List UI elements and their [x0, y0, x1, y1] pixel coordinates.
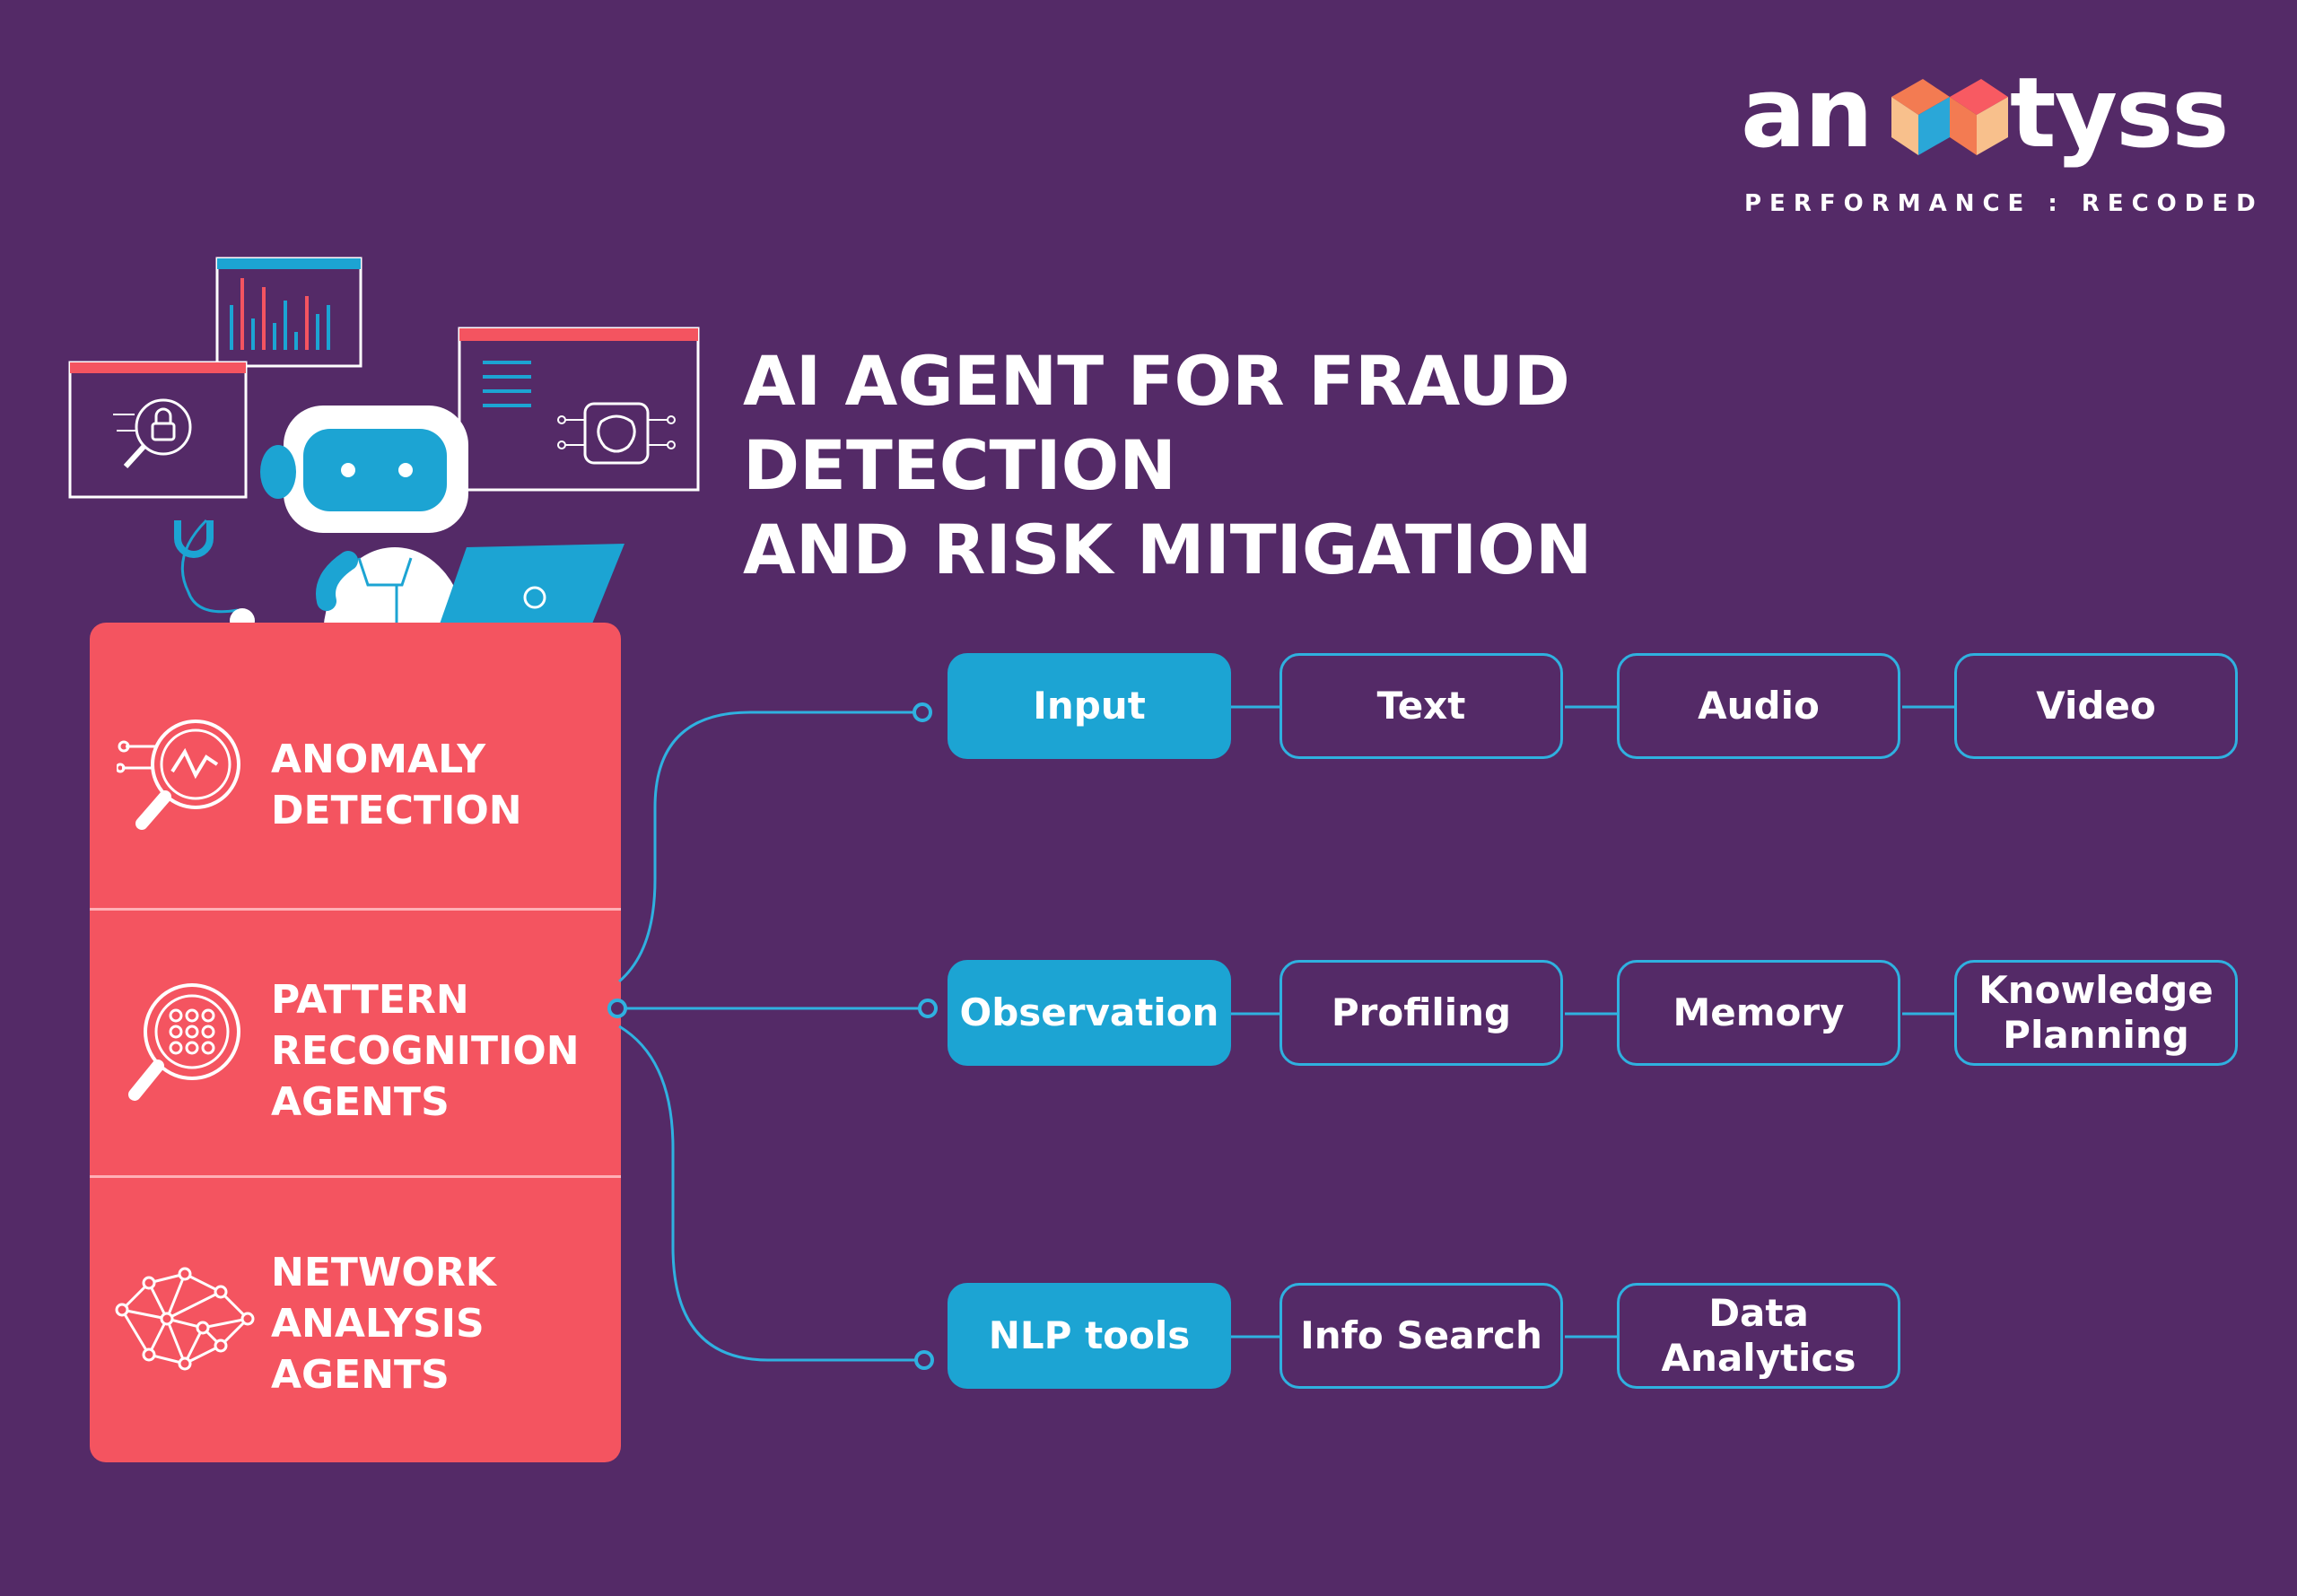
node-data-analytics: Data Analytics — [1617, 1283, 1900, 1389]
logo-prefix: an — [1741, 57, 1873, 170]
network-mesh-icon — [115, 1267, 255, 1371]
logo-suffix: tyss — [2010, 57, 2230, 170]
lock-magnifier-icon — [68, 361, 248, 499]
anomaly-magnifier-icon — [117, 720, 240, 830]
node-video: Video — [1954, 653, 2238, 759]
connector-dot — [913, 702, 932, 722]
panel-divider — [90, 908, 621, 911]
panel-divider — [90, 1175, 621, 1178]
node-info-search: Info Search — [1280, 1283, 1563, 1389]
node-audio: Audio — [1617, 653, 1900, 759]
node-memory: Memory — [1617, 960, 1900, 1066]
brain-circuit-icon — [458, 327, 700, 492]
pattern-magnifier-icon — [128, 983, 240, 1101]
brand-tagline: PERFORMANCE : RECODED — [1744, 190, 2264, 217]
node-nlp-tools: NLP tools — [948, 1283, 1231, 1389]
category-anomaly-detection: ANOMALY DETECTION — [271, 737, 522, 833]
node-profiling: Profiling — [1280, 960, 1563, 1066]
bar-chart-icon — [215, 257, 362, 368]
node-input: Input — [948, 653, 1231, 759]
title-line-2: AND RISK MITIGATION — [743, 510, 1593, 589]
brand-logo: an tyss — [1741, 56, 2243, 172]
node-text: Text — [1280, 653, 1563, 759]
agent-types-panel: ANOMALY DETECTION PATTERN RECOGNITION AG… — [90, 623, 621, 1462]
title-line-1: AI AGENT FOR FRAUD DETECTION — [743, 341, 1570, 505]
connector-dot — [918, 999, 938, 1018]
node-knowledge-planning: Knowledge Planning — [1954, 960, 2238, 1066]
category-pattern-recognition-agents: PATTERN RECOGNITION AGENTS — [271, 977, 580, 1125]
headset-icon — [174, 520, 214, 558]
connector-dot — [607, 999, 627, 1018]
logo-cube-icon — [1891, 79, 2008, 155]
node-observation: Observation — [948, 960, 1231, 1066]
connector-dot — [914, 1350, 934, 1370]
page-title: AI AGENT FOR FRAUD DETECTION AND RISK MI… — [743, 339, 1999, 592]
category-network-analysis-agents: NETWORK ANALYSIS AGENTS — [271, 1250, 496, 1398]
